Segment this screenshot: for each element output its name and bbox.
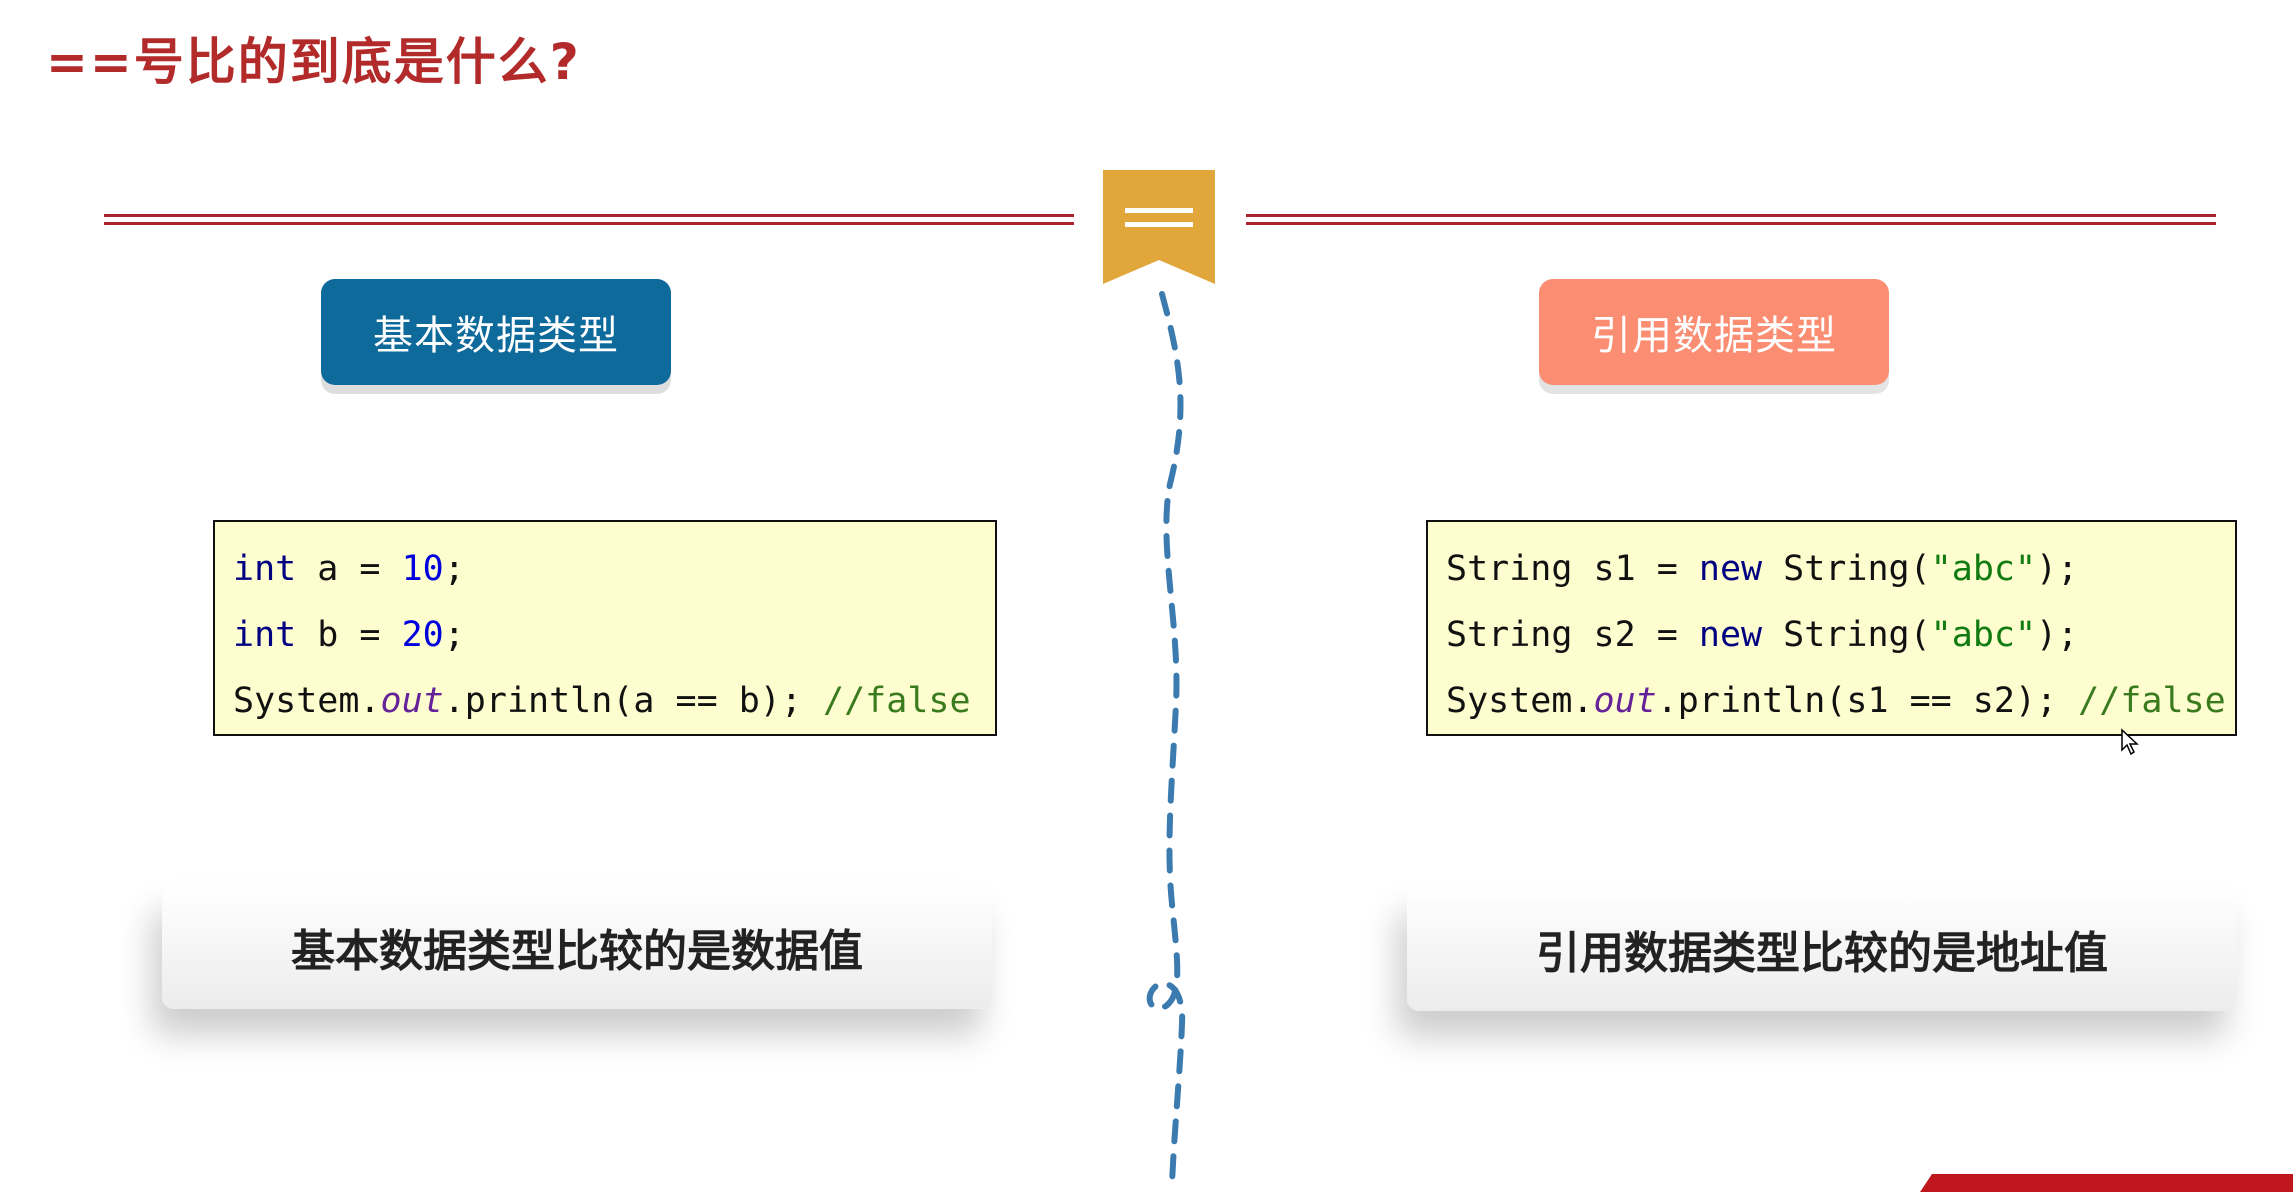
right-divider-rule <box>1246 214 2216 225</box>
code-line: System.out.println(s1 == s2); //false <box>1446 681 2226 721</box>
code-line: int b = 20; <box>233 615 465 655</box>
corner-decoration <box>1920 1174 2293 1192</box>
slide-title: ==号比的到底是什么? <box>46 33 581 91</box>
mouse-cursor-icon <box>2121 728 2139 756</box>
code-line: System.out.println(a == b); //false <box>233 681 971 721</box>
primitive-code-block: int a = 10; int b = 20; System.out.print… <box>213 520 997 736</box>
left-divider-rule <box>104 214 1074 225</box>
reference-summary-card: 引用数据类型比较的是地址值 <box>1407 887 2237 1011</box>
center-dashed-line <box>1146 291 1186 1187</box>
code-line: int a = 10; <box>233 549 465 589</box>
code-line: String s2 = new String("abc"); <box>1446 615 2079 655</box>
reference-type-badge: 引用数据类型 <box>1539 279 1889 385</box>
primitive-type-badge: 基本数据类型 <box>321 279 671 385</box>
reference-code-block: String s1 = new String("abc"); String s2… <box>1426 520 2237 736</box>
primitive-summary-card: 基本数据类型比较的是数据值 <box>162 885 992 1009</box>
ribbon-bookmark-icon <box>1103 170 1215 284</box>
code-line: String s1 = new String("abc"); <box>1446 549 2079 589</box>
